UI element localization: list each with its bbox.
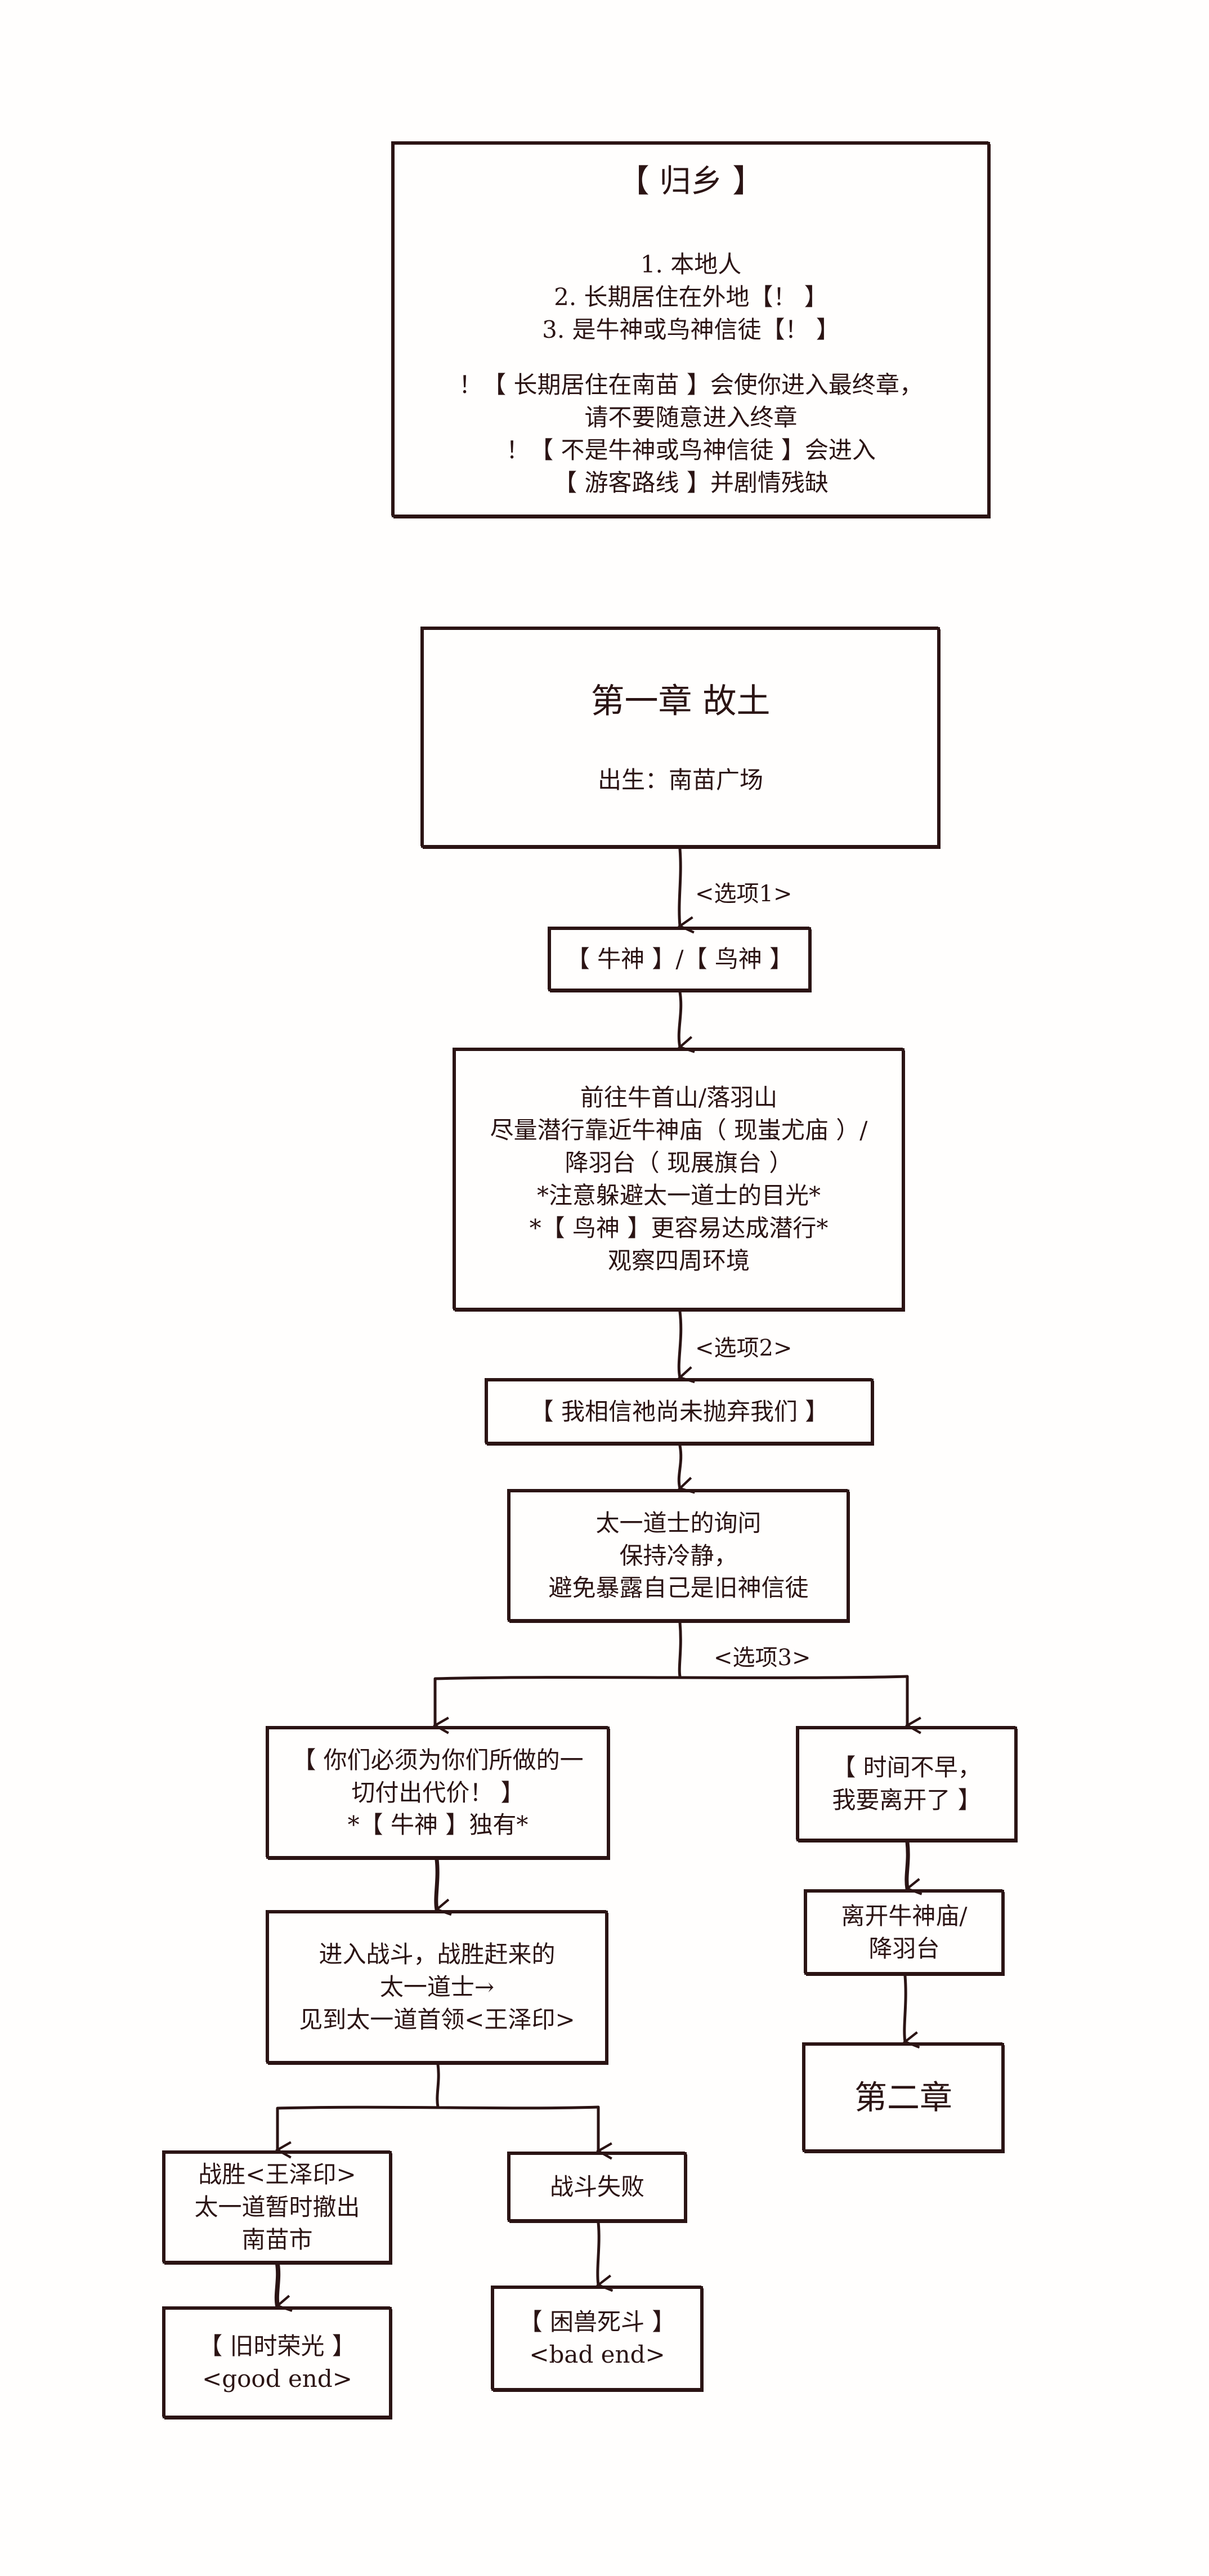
sneak-line: *注意躲避太一道士的目光* [536,1182,821,1209]
inquiry-line: 太一道士的询问 [595,1509,762,1537]
sneak-line: 观察四周环境 [607,1246,750,1274]
option1-label: <选项1> [695,881,792,907]
intro-item: 1. 本地人 [640,251,742,279]
arrow-price-to-battle [434,1857,437,1909]
bad-end-box: 【 困兽死斗 】 <bad end> [491,2286,703,2391]
chapter2-box: 第二章 [803,2043,1004,2152]
intro-item: 2. 长期居住在外地【！ 】 [554,283,828,311]
chapter2-title: 第二章 [854,2078,952,2117]
intro-item: 3. 是牛神或鸟神信徒【！ 】 [542,316,840,344]
sneak-line: 降羽台（ 现展旗台 ） [565,1149,793,1177]
bad-end-line: 【 困兽死斗 】 [518,2308,676,2336]
late-box: 【 时间不早， 我要离开了 】 [796,1727,1017,1841]
inquiry-box: 太一道士的询问 保持冷静， 避免暴露自己是旧神信徒 [508,1490,849,1622]
good-end-line: <good end> [202,2365,352,2392]
win-line: 太一道暂时撤出 [194,2193,360,2221]
chapter1-title: 第一章 故土 [590,681,771,721]
sneak-line: 尽量潜行靠近牛神庙（ 现蚩尤庙 ）/ [490,1116,868,1144]
sneak-box: 前往牛首山/落羽山 尽量潜行靠近牛神庙（ 现蚩尤庙 ）/ 降羽台（ 现展旗台 ）… [453,1048,904,1311]
arrow-sneak-to-belief [677,1310,680,1378]
branch-battle [276,2063,600,2153]
battle-box: 进入战斗，战胜赶来的 太一道士→ 见到太一道首领<王泽印> [266,1911,608,2064]
lose-text: 战斗失败 [549,2173,644,2201]
branch-inquiry [433,1621,909,1727]
belief-box: 【 我相信祂尚未抛弃我们 】 [485,1379,874,1444]
intro-note: ！【 不是牛神或鸟神信徒 】会进入 [506,436,876,464]
leave-box: 离开牛神庙/ 降羽台 [804,1890,1004,1975]
pay-price-line: 切付出代价！ 】 [351,1778,525,1806]
battle-line: 进入战斗，战胜赶来的 [319,1940,556,1969]
sneak-line: 前往牛首山/落羽山 [580,1084,778,1112]
chapter1-subtitle: 出生：南苗广场 [597,766,763,794]
option3-label: <选项3> [714,1645,811,1671]
late-line: 【 时间不早， [832,1754,982,1782]
battle-line: 太一道士→ [379,1973,495,2001]
arrow-late-to-leave [904,1840,908,1889]
battle-line: 见到太一道首领<王泽印> [299,2005,575,2033]
pay-price-box: 【 你们必须为你们所做的一 切付出代价！ 】 *【 牛神 】独有* [266,1727,610,1859]
belief-text: 【 我相信祂尚未抛弃我们 】 [530,1397,829,1425]
pay-price-line: 【 你们必须为你们所做的一 [292,1746,584,1774]
inquiry-line: 保持冷静， [619,1541,738,1569]
chapter1-box: 第一章 故土 出生：南苗广场 [421,627,940,848]
intro-box: 【 归乡 】 1. 本地人 2. 长期居住在外地【！ 】 3. 是牛神或鸟神信徒… [392,142,990,517]
inquiry-line: 避免暴露自己是旧神信徒 [548,1574,809,1602]
leave-line: 降羽台 [868,1934,940,1962]
option2-label: <选项2> [695,1335,792,1361]
pay-price-line: *【 牛神 】独有* [347,1811,529,1839]
arrow-belief-to-inquiry [677,1444,680,1488]
intro-note: ！【 长期居住在南苗 】会使你进入最终章， [459,371,923,399]
arrow-ch1-to-god [679,847,680,926]
lose-box: 战斗失败 [508,2152,687,2222]
arrow-leave-to-ch2 [904,1974,906,2042]
arrow-god-to-sneak [677,990,680,1047]
late-line: 我要离开了 】 [832,1786,982,1814]
good-end-box: 【 旧时荣光 】 <good end> [163,2307,392,2418]
good-end-line: 【 旧时荣光 】 [199,2332,356,2360]
intro-note: 【 游客路线 】并剧情残缺 [553,469,829,497]
bad-end-line: <bad end> [529,2341,665,2368]
choice-god-text: 【 牛神 】/【 鸟神 】 [566,945,794,973]
choice-god-box: 【 牛神 】/【 鸟神 】 [548,927,811,991]
win-line: 战胜<王泽印> [198,2161,356,2189]
arrow-lose-to-bad [598,2221,599,2285]
arrow-win-to-good [274,2262,278,2306]
win-box: 战胜<王泽印> 太一道暂时撤出 南苗市 [163,2151,392,2264]
leave-line: 离开牛神庙/ [841,1902,968,1930]
intro-title: 【 归乡 】 [617,163,764,200]
sneak-line: *【 鸟神 】更容易达成潜行* [529,1214,829,1242]
intro-note: 请不要随意进入终章 [584,404,798,432]
win-line: 南苗市 [241,2225,313,2253]
